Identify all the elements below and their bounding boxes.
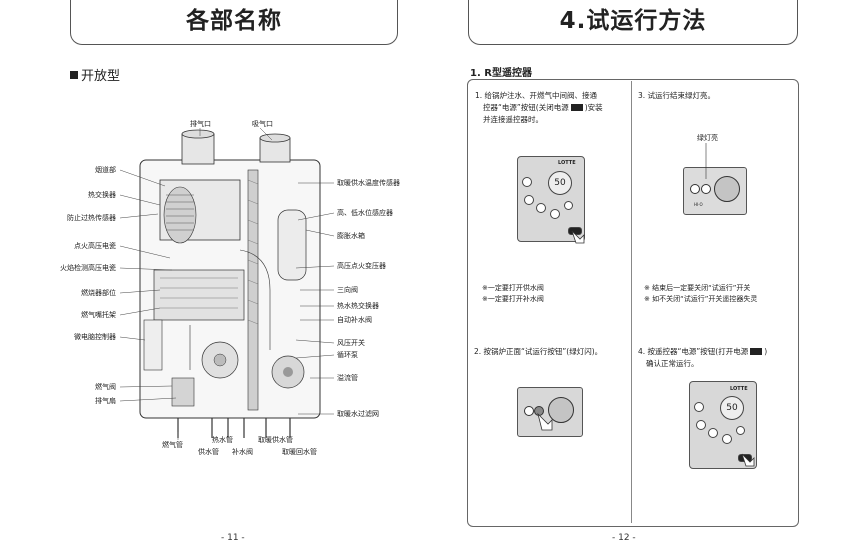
step-1-line-2-text: 控器“电源”按钮(关闭电源: [483, 103, 569, 112]
remote-button: [708, 428, 718, 438]
label-three-way-valve: 三向阀: [337, 286, 358, 294]
remote-button: [550, 209, 560, 219]
panel-knob: [548, 397, 574, 423]
label-gas-valve: 燃气阀: [95, 383, 116, 391]
remote-button: [696, 420, 706, 430]
remote-display: 50: [548, 171, 572, 195]
panel-mode-label: HI·O: [694, 202, 703, 207]
step-4-line-1: 4. 按遥控器“电源”按钮(打开电源): [638, 346, 767, 358]
label-auto-fill-valve: 自动补水阀: [337, 316, 372, 324]
step-2-text: 2. 按锅炉正面“试运行按钮”(绿灯闪)。: [474, 347, 603, 356]
label-flue: 烟道部: [95, 166, 116, 174]
remote-button: [524, 195, 534, 205]
label-gas-pipe: 燃气管: [162, 441, 183, 449]
remote-brand: LOTTE: [730, 386, 748, 392]
label-air-pressure-switch: 风压开关: [337, 339, 365, 347]
label-supply-pipe: 供水管: [198, 448, 219, 456]
pointing-hand-icon: [571, 230, 585, 244]
note-remote-fail-warning: ※ 如不关闭“试运行”开关遥控器失灵: [644, 295, 758, 303]
remote-button: [694, 402, 704, 412]
boiler-panel-test-button: [517, 387, 583, 437]
label-burner: 燃烧器部位: [81, 289, 116, 297]
step-4-text: 4. 按遥控器“电源”按钮(打开电源) 确认正常运行。: [638, 346, 767, 370]
step-1-text: 1. 给锅炉注水、开燃气中间阀、接通 控器“电源”按钮(关闭电源 )安装 并连接遥…: [475, 90, 630, 126]
remote-display: 50: [720, 396, 744, 420]
note-open-supply-valve: ※一定要打开供水阀: [482, 284, 544, 292]
remote-button: [564, 201, 573, 210]
label-heat-exchanger: 热交换器: [88, 191, 116, 199]
page-title-left: 各部名称: [70, 0, 398, 45]
step-1-line-2-tail: )安装: [584, 103, 603, 112]
remote-button: [722, 434, 732, 444]
step-1-line-2: 控器“电源”按钮(关闭电源 )安装: [475, 102, 630, 114]
label-water-level-sensor: 高、低水位感应器: [337, 209, 393, 217]
label-hot-water-pipe: 热水管: [212, 436, 233, 444]
label-heating-supply-temp-sensor: 取暖供水温度传感器: [337, 179, 400, 187]
label-gas-nozzle-bracket: 燃气嘴托架: [81, 311, 116, 319]
boiler-panel-green-light: HI·O: [683, 167, 747, 215]
label-overflow-pipe: 溢流管: [337, 374, 358, 382]
page-number-left: - 11 -: [221, 533, 245, 543]
steps-frame: [467, 79, 799, 527]
pointing-hand-icon: [537, 412, 553, 431]
panel-button: [690, 184, 700, 194]
green-light-label: 绿灯亮: [697, 134, 718, 142]
label-circulation-pump: 循环泵: [337, 351, 358, 359]
label-fill-valve: 补水阀: [232, 448, 253, 456]
remote-controller-1: LOTTE 50: [517, 156, 585, 244]
label-heating-return-pipe: 取暖回水管: [282, 448, 317, 456]
step-3-text: 3. 试运行结束绿灯亮。: [638, 91, 716, 100]
column-divider: [631, 81, 632, 523]
step-4-line-2: 确认正常运行。: [646, 359, 699, 368]
boiler-diagram: [139, 129, 321, 438]
green-light-pointer: [705, 143, 707, 179]
green-lamp-icon: [701, 184, 711, 194]
subtitle-open-type: 开放型: [70, 65, 120, 84]
square-bullet-icon: [70, 71, 78, 79]
note-open-fill-valve: ※一定要打开补水阀: [482, 295, 544, 303]
label-ignition-transformer: 高压点火变压器: [337, 262, 386, 270]
notes-right: ※ 结束后一定要关闭“试运行”开关 ※ 如不关闭“试运行”开关遥控器失灵: [644, 283, 757, 305]
section-heading: 1. R型遥控器: [470, 68, 532, 79]
subtitle-text: 开放型: [81, 69, 121, 84]
page-number-right: - 12 -: [612, 533, 636, 543]
label-heating-water-filter: 取暖水过滤网: [337, 410, 379, 418]
label-ignition-electrode: 点火高压电瓷: [74, 242, 116, 250]
step-4-line-1-text: 4. 按遥控器“电源”按钮(打开电源: [638, 347, 749, 356]
remote-button: [736, 426, 745, 435]
label-heating-supply-pipe: 取暖供水管: [258, 436, 293, 444]
label-microcontroller: 微电脑控制器: [74, 333, 116, 341]
label-flame-detect-electrode: 火焰检测高压电瓷: [60, 264, 116, 272]
pointing-hand-icon: [741, 453, 755, 467]
label-expansion-tank: 膨胀水箱: [337, 232, 365, 240]
power-button-icon: [570, 104, 583, 111]
panel-knob: [714, 176, 740, 202]
step-4-line-1-tail: ): [764, 347, 768, 356]
label-exhaust-outlet: 排气口: [190, 120, 211, 128]
step-1-line-1: 1. 给锅炉注水、开燃气中间阀、接通: [475, 91, 598, 100]
remote-brand: LOTTE: [558, 160, 576, 166]
step-1-line-3: 并连接遥控器时。: [483, 115, 543, 124]
label-exhaust-fan: 排气扇: [95, 397, 116, 405]
power-button-icon: [750, 348, 763, 355]
remote-button: [522, 177, 532, 187]
page-title-right: 4.试运行方法: [468, 0, 798, 45]
label-air-intake: 吸气口: [252, 120, 273, 128]
remote-controller-2: LOTTE 50: [689, 381, 757, 469]
notes-left: ※一定要打开供水阀 ※一定要打开补水阀: [482, 283, 544, 305]
label-overheat-sensor: 防止过热传感器: [67, 214, 116, 222]
panel-button: [524, 406, 534, 416]
remote-button: [536, 203, 546, 213]
label-hot-water-heat-exchanger: 热水热交换器: [337, 302, 379, 310]
note-close-test-switch: ※ 结束后一定要关闭“试运行”开关: [644, 284, 751, 292]
